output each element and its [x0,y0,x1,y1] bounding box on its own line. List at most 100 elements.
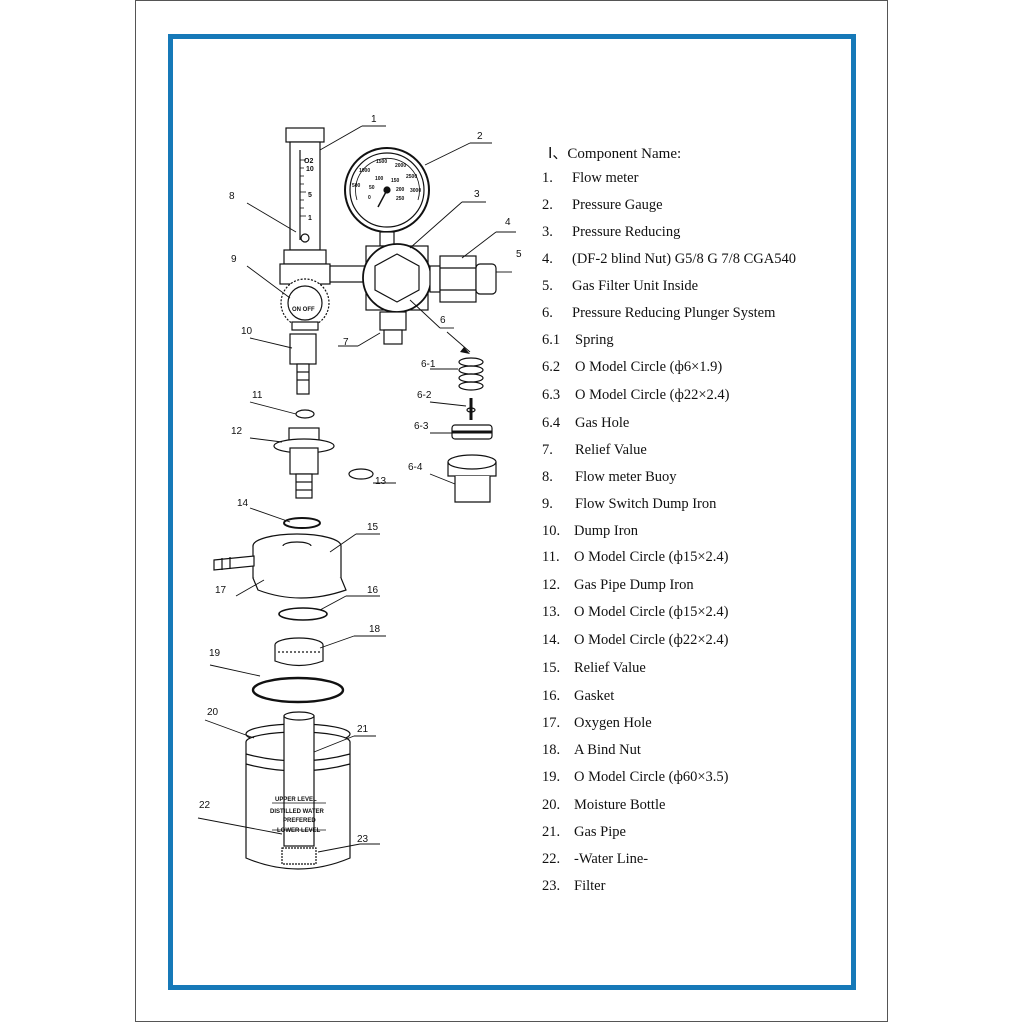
legend-item: 9.Flow Switch Dump Iron [542,496,717,512]
legend-item: 11.O Model Circle (ф15×2.4) [542,549,729,565]
leader-lines [197,125,516,853]
callout-14: 14 [237,498,249,509]
flow-tick-10: 10 [306,166,314,173]
legend-item: 12.Gas Pipe Dump Iron [542,577,694,593]
plunger-pin [466,398,476,420]
arrow-icon [460,347,470,354]
callout-12: 12 [231,426,243,437]
callout-19: 19 [209,648,221,659]
legend-item: 10.Dump Iron [542,523,639,539]
inlet-nut [429,255,497,303]
legend-item: 4.(DF-2 blind Nut) G5/8 G 7/8 CGA540 [542,251,796,267]
callout-6-2: 6-2 [417,390,432,401]
callout-18: 18 [369,624,381,635]
legend-item: 22.-Water Line- [542,851,649,867]
gas-pipe [283,715,315,847]
legend-item: 18.A Bind Nut [542,742,641,758]
filter [281,847,317,865]
lower-level-label: LOWER LEVEL [277,828,321,834]
callout-15: 15 [367,522,379,533]
legend-title: Ⅰ、Component Name: [548,146,682,162]
callout-20: 20 [207,707,219,718]
pressure-gauge [344,147,430,247]
switch-label: ON OFF [292,307,315,313]
callout-10: 10 [241,326,253,337]
callout-23: 23 [357,834,369,845]
legend-item: 1.Flow meter [542,170,639,186]
gauge-label-50: 50 [369,185,375,191]
bottle-cap [213,533,347,599]
distilled-label: DISTILLED WATER [270,809,325,815]
callout-17: 17 [215,585,227,596]
legend-item: 7.Relief Value [542,442,647,458]
o-ring-19 [251,676,345,704]
o-ring-13 [348,468,374,480]
legend-item: 21.Gas Pipe [542,824,626,840]
spring [458,357,484,391]
plunger-oring [451,424,493,440]
upper-level-label: UPPER LEVEL [275,797,317,803]
gauge-label-500: 500 [352,183,361,189]
o-ring-14 [283,517,321,529]
gasket [278,607,328,621]
callout-22: 22 [199,800,211,811]
legend-item: 8.Flow meter Buoy [542,469,677,485]
legend-item: 17.Oxygen Hole [542,715,652,731]
bind-nut [274,637,324,667]
callout-6-3: 6-3 [414,421,429,432]
legend-item: 23.Filter [542,878,606,894]
legend-item: 5.Gas Filter Unit Inside [542,278,699,294]
legend-item: 13.O Model Circle (ф15×2.4) [542,604,729,620]
callout-6-4: 6-4 [408,462,423,473]
legend-item: 20.Moisture Bottle [542,797,666,813]
callout-4: 4 [505,217,511,228]
flow-meter [283,127,327,265]
callout-2: 2 [477,131,483,142]
callout-9: 9 [231,254,237,265]
relief-valve-bottom [379,311,407,345]
gauge-label-1000: 1000 [359,168,370,174]
callout-21: 21 [357,724,369,735]
dump-iron [289,333,317,395]
legend-item: 3.Pressure Reducing [542,224,681,240]
flow-label-o2: O2 [304,158,313,165]
callout-16: 16 [367,585,379,596]
o-ring-11 [295,409,315,419]
flow-tick-1: 1 [308,215,312,222]
legend-item: 14.O Model Circle (ф22×2.4) [542,632,729,648]
callout-8: 8 [229,191,235,202]
gauge-label-0: 0 [368,195,371,201]
legend-item: 2.Pressure Gauge [542,197,663,213]
prefered-label: PREFERED [283,818,316,824]
callout-13: 13 [375,476,387,487]
flow-switch-knob [280,278,330,331]
gauge-scale [355,157,420,201]
callout-11: 11 [252,390,263,401]
callout-3: 3 [474,189,480,200]
flow-tick-5: 5 [308,192,312,199]
gauge-label-3000: 3000 [410,188,421,194]
callout-1: 1 [371,114,377,125]
moisture-bottle [245,711,351,870]
gauge-label-150: 150 [391,178,400,184]
gauge-label-1500: 1500 [376,159,387,165]
callout-7: 7 [343,337,349,348]
gauge-label-2000: 2000 [395,163,406,169]
callout-6: 6 [440,315,446,326]
legend-item: 16.Gasket [542,688,615,704]
pressure-reducing-body [362,243,432,313]
gauge-label-200: 200 [396,187,405,193]
callout-5: 5 [516,249,522,260]
gas-hole-cup [447,454,497,503]
legend-item: 6.Pressure Reducing Plunger System [542,305,776,321]
legend-item: 15.Relief Value [542,660,646,676]
gauge-label-100: 100 [375,176,384,182]
gauge-label-250: 250 [396,196,405,202]
gas-pipe-dump-iron [273,427,335,499]
gauge-label-2500: 2500 [406,174,417,180]
